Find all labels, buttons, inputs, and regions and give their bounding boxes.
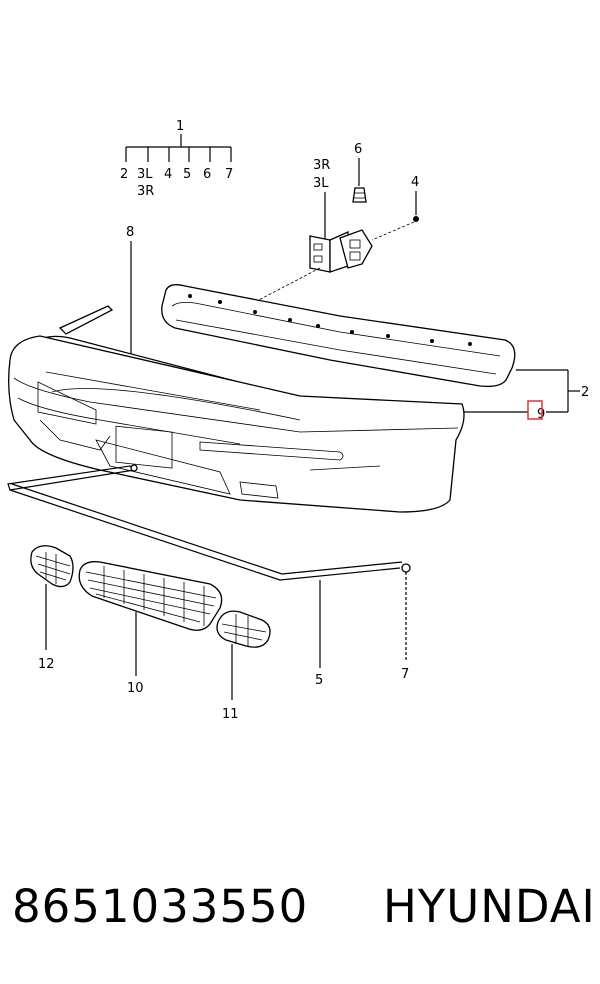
callout-2: 2 — [581, 385, 589, 400]
callout-3r: 3R — [313, 158, 330, 173]
callout-4: 4 — [411, 175, 419, 190]
callout-12: 12 — [38, 657, 55, 672]
callout-9: 9 — [537, 407, 545, 422]
callout-2-sub: 2 — [120, 167, 128, 182]
callout-3l: 3L — [313, 176, 329, 191]
callout-10: 10 — [127, 681, 144, 696]
label-group-2: 2 9 — [462, 369, 589, 422]
absorber-beam — [161, 267, 516, 388]
callout-5: 5 — [315, 673, 323, 688]
highlight-box — [527, 400, 543, 420]
callout-6: 6 — [354, 142, 362, 157]
callout-3r-sub: 3R — [137, 184, 154, 199]
clip-6: 6 — [352, 142, 367, 203]
callout-11: 11 — [222, 707, 239, 722]
footer: 8651033550 HYUNDAI — [12, 880, 595, 933]
callout-6-sub: 6 — [203, 167, 211, 182]
label-group-1: 1 2 3L 3R 4 5 6 7 — [120, 119, 233, 199]
callout-7-sub: 7 — [225, 167, 233, 182]
callout-8: 8 — [126, 225, 134, 240]
callout-3l-sub: 3L — [137, 167, 153, 182]
brand-name: HYUNDAI — [382, 880, 596, 933]
grille-10: 10 — [78, 561, 223, 696]
callout-7: 7 — [401, 667, 409, 682]
bumper-cover — [8, 335, 465, 513]
callout-5-sub: 5 — [183, 167, 191, 182]
part-number: 8651033550 — [12, 880, 309, 933]
grille-11: 11 — [216, 610, 271, 722]
grille-12: 12 — [30, 545, 74, 672]
callout-4-sub: 4 — [164, 167, 172, 182]
callout-1: 1 — [176, 119, 184, 134]
bracket-3: 3R 3L — [309, 158, 373, 273]
wire-5: 5 7 — [7, 464, 411, 688]
screw-4: 4 — [371, 175, 419, 241]
